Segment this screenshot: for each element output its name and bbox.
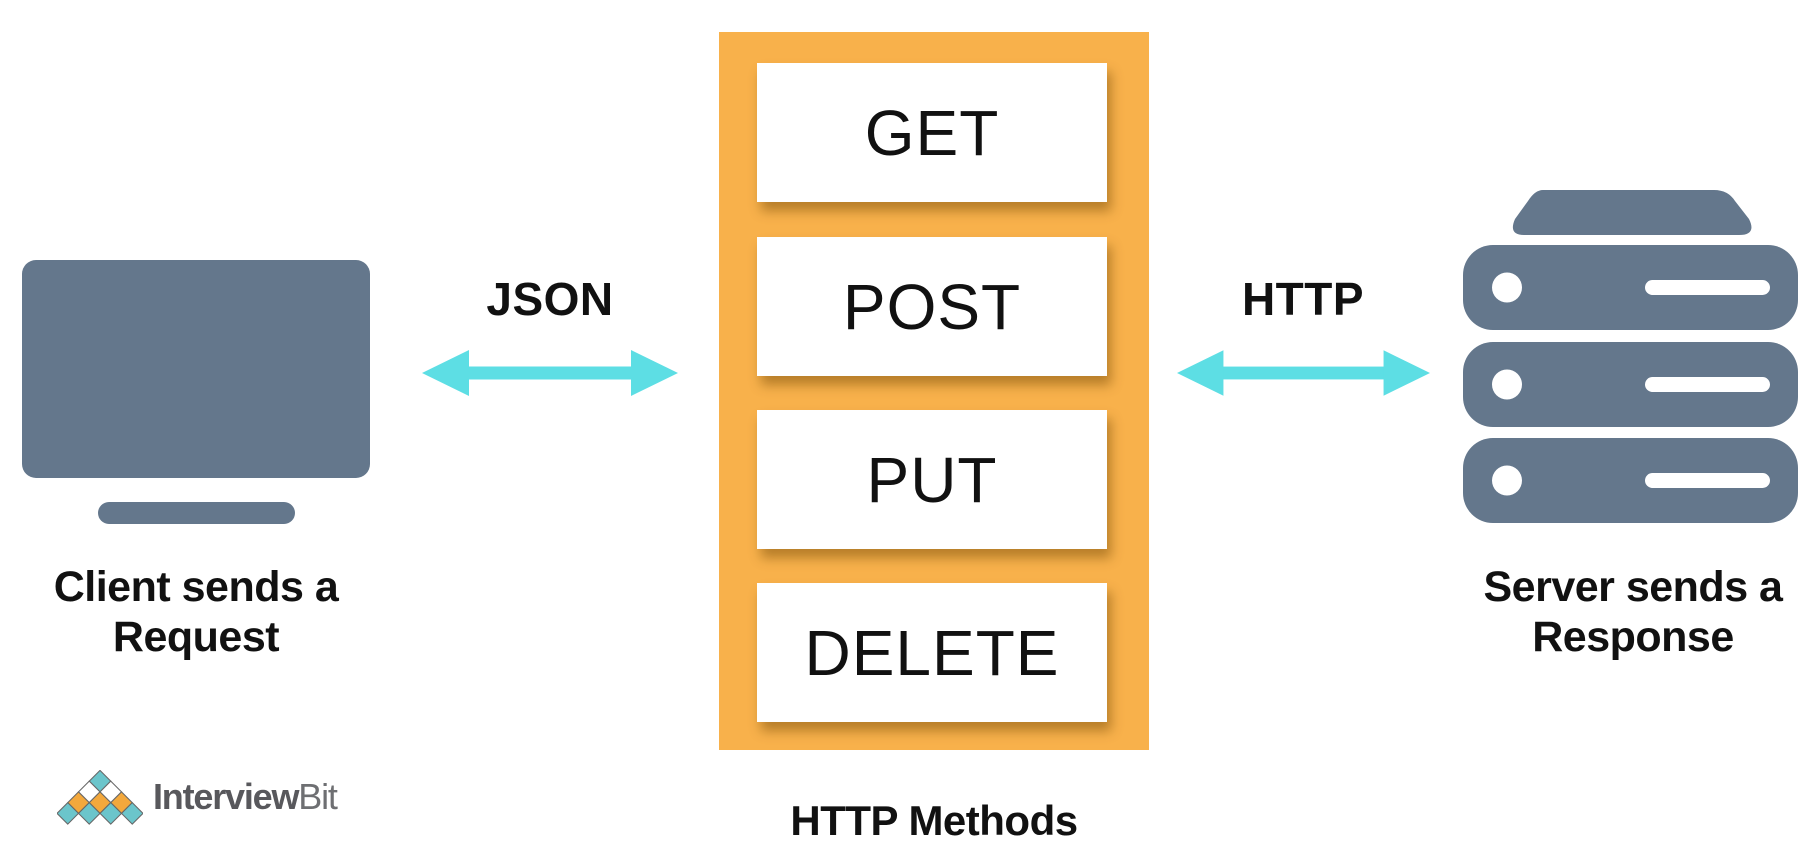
server-stack-icon bbox=[1463, 190, 1798, 523]
method-box-delete: DELETE bbox=[757, 583, 1107, 722]
methods-caption: HTTP Methods bbox=[790, 797, 1078, 844]
method-label-put: PUT bbox=[866, 443, 998, 516]
method-box-get: GET bbox=[757, 63, 1107, 202]
method-box-post: POST bbox=[757, 237, 1107, 376]
logo-text-bit: Bit bbox=[298, 776, 338, 817]
server-caption-line2: Response bbox=[1532, 613, 1734, 661]
monitor-icon bbox=[22, 260, 370, 478]
json-double-arrow-icon bbox=[422, 350, 678, 396]
method-label-delete: DELETE bbox=[804, 616, 1060, 689]
json-label: JSON bbox=[486, 273, 614, 325]
client-caption: Client sends a Request bbox=[0, 562, 392, 662]
method-label-post: POST bbox=[842, 270, 1022, 343]
client-caption-line1: Client sends a bbox=[53, 563, 339, 611]
logo-text-interview: Interview bbox=[153, 776, 299, 817]
interviewbit-logo: InterviewBit bbox=[57, 766, 338, 828]
interviewbit-pyramid-icon bbox=[57, 769, 143, 825]
methods-panel: GET POST PUT DELETE bbox=[719, 32, 1149, 750]
method-label-get: GET bbox=[864, 96, 1000, 169]
http-label: HTTP bbox=[1241, 273, 1365, 325]
monitor-stand bbox=[98, 502, 295, 524]
method-box-put: PUT bbox=[757, 410, 1107, 549]
server-caption-line1: Server sends a bbox=[1483, 563, 1783, 611]
logo-text: InterviewBit bbox=[153, 776, 338, 818]
client-caption-line2: Request bbox=[112, 613, 280, 661]
server-caption: Server sends a Response bbox=[1433, 562, 1815, 662]
http-double-arrow-icon bbox=[1177, 350, 1430, 396]
